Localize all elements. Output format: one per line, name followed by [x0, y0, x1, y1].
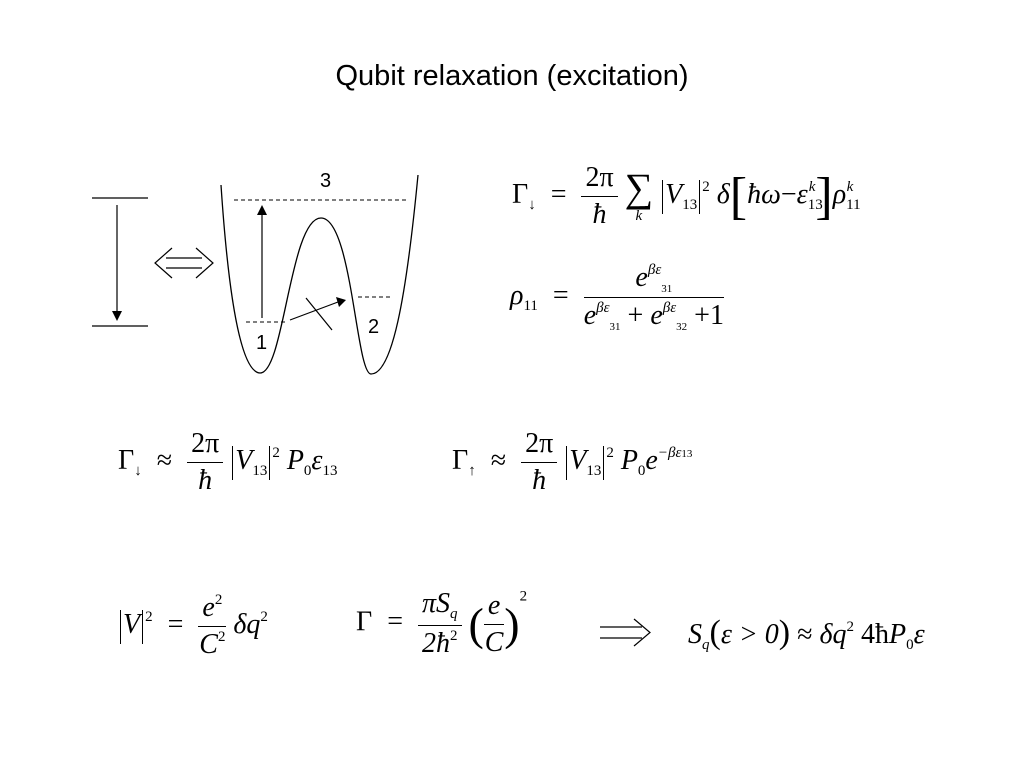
- equation-sq-result: Sq(ε > 0) ≈ δq2 4ħP0ε: [688, 614, 925, 653]
- equivalence-arrow-icon: [154, 247, 214, 279]
- potential-curve: [220, 174, 419, 375]
- equation-rho11: ρ11 = eβε31 eβε31 + eβε32 +1: [510, 262, 724, 333]
- page-title: Qubit relaxation (excitation): [335, 60, 689, 92]
- level-label-1: 1: [256, 332, 268, 354]
- level-label-2: 2: [368, 316, 380, 338]
- decay-arrow-head: [112, 311, 122, 321]
- transition-arrow: [289, 301, 339, 321]
- level-label-3: 3: [320, 170, 332, 192]
- excitation-arrow-head: [257, 205, 267, 215]
- cross-mark: [305, 297, 333, 331]
- implies-arrow-icon: [600, 618, 651, 647]
- transition-arrow-head: [336, 297, 346, 307]
